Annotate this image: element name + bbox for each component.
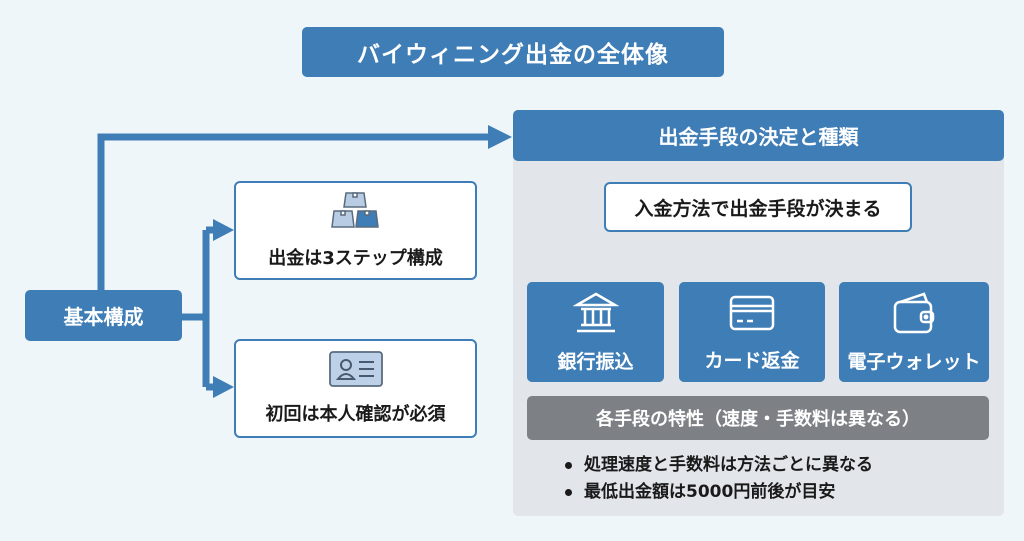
list-item-text: 処理速度と手数料は方法ごとに異なる (584, 455, 873, 475)
method-card-refund: カード返金 (679, 282, 825, 382)
bank-icon (571, 290, 620, 341)
wallet-icon (890, 290, 938, 341)
base-structure-node: 基本構成 (25, 290, 182, 341)
method-label: 電子ウォレット (847, 351, 981, 373)
bullet-dot (565, 462, 572, 469)
list-item-text: 最低出金額は5000円前後が目安 (584, 482, 836, 502)
panel-header: 出金手段の決定と種類 (513, 110, 1004, 161)
card-label: 出金は3ステップ構成 (268, 248, 443, 269)
traits-list: 処理速度と手数料は方法ごとに異なる 最低出金額は5000円前後が目安 (565, 452, 985, 506)
arrowhead-to-card-1 (213, 219, 234, 241)
bullet-dot (565, 489, 572, 496)
traits-bar: 各手段の特性（速度・手数料は異なる） (527, 396, 989, 440)
list-item: 最低出金額は5000円前後が目安 (565, 479, 985, 506)
arrowhead-to-panel (488, 125, 512, 149)
method-label: カード返金 (704, 350, 800, 372)
id-card-icon (328, 351, 383, 392)
decision-box: 入金方法で出金手段が決まる (604, 182, 912, 232)
page-title: バイウィニング出金の全体像 (302, 27, 724, 77)
card-label: 初回は本人確認が必須 (265, 404, 446, 425)
method-e-wallet: 電子ウォレット (839, 282, 989, 382)
stacked-boxes-icon (330, 191, 381, 236)
credit-card-icon (728, 291, 776, 340)
list-item: 処理速度と手数料は方法ごとに異なる (565, 452, 985, 479)
method-label: 銀行振込 (557, 351, 634, 373)
card-identity-verification: 初回は本人確認が必須 (234, 339, 477, 438)
arrowhead-to-card-2 (213, 376, 234, 398)
card-three-steps: 出金は3ステップ構成 (234, 181, 477, 280)
method-bank-transfer: 銀行振込 (527, 282, 664, 382)
